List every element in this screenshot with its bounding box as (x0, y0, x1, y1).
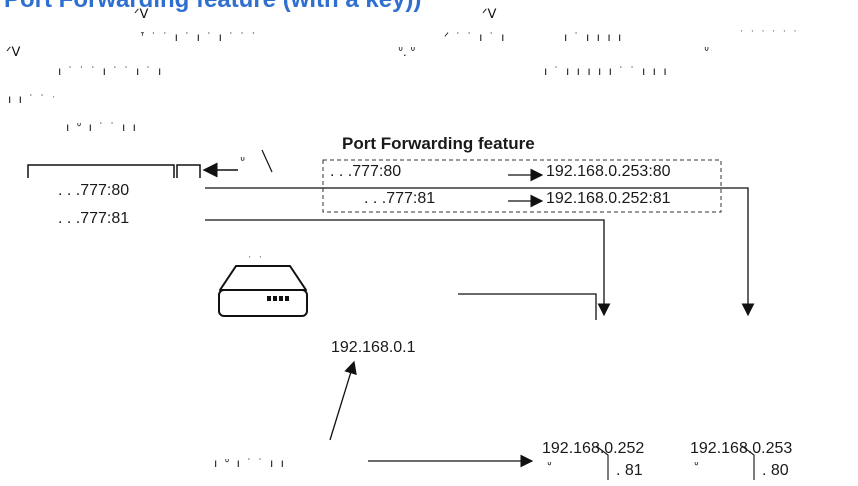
glyph-v: ᐟᐯ (6, 44, 21, 59)
host-253-ip: 192.168.0.253 (690, 440, 793, 457)
rule-2-to: 192.168.0.252:81 (546, 190, 671, 207)
garble-text: ı ᐡ ı ˙ ˙ ı ı (66, 120, 139, 134)
host-253-pointer (741, 445, 755, 480)
garble-text: ᐟ ˙ ˙ ı ˙ ı (444, 30, 507, 44)
host-252-port: . 81 (616, 462, 643, 479)
router-ip-label: 192.168.0.1 (331, 339, 416, 356)
source-to-router-arrow (329, 360, 357, 441)
source-host-label: ı ᐡ ı ˙ ˙ ı ı (214, 456, 287, 470)
garble-text: ˑ ˑ ˑ ˑ ˑ ˑ (740, 26, 799, 40)
host-252-mark: ᐡ (547, 459, 552, 473)
garble-text: ı ˙ ı ı ı ı (564, 30, 624, 44)
rule-1-from: . . .777:80 (330, 163, 402, 180)
forwarding-rules-box (322, 159, 722, 213)
host-252-ip: 192.168.0.252 (542, 440, 645, 457)
host-252-pointer (595, 445, 609, 480)
external-port-81-label: . . .777:81 (58, 210, 130, 227)
lan-bus-line (458, 293, 597, 320)
router-icon (218, 265, 308, 317)
garble-text: ᐪ ˙ ˙ ı ˙ ı ˙ ı ˙ ˙ ˙ (140, 30, 258, 44)
feature-title: Port Forwarding feature (342, 134, 535, 153)
glyph-v: ᐟᐯ (482, 6, 497, 21)
port-80-route (205, 187, 755, 317)
garble-text: ı ˙ ˙ ˙ ı ˙ ˙ ı ˙ ı (58, 64, 164, 78)
page-title: Port Forwarding feature (with a key)) (4, 0, 421, 14)
garble-text: ı ı ˙ ˙ ˑ (8, 92, 58, 106)
router-marks: ˑ ˑ (248, 252, 265, 266)
glyph-v: ᐟᐯ (134, 6, 149, 21)
external-port-80-label: . . .777:80 (58, 182, 130, 199)
rule-2-from: . . .777:81 (364, 190, 436, 207)
host-253-port: . 80 (762, 462, 789, 479)
rule-1-to: 192.168.0.253:80 (546, 163, 671, 180)
glyph-p: ᐡ. ᐡ (398, 44, 416, 59)
glyph-p: ᐡ (704, 44, 710, 59)
host-253-mark: ᐡ (694, 459, 699, 473)
internet-bracket (27, 164, 175, 178)
pointer-mark (261, 149, 273, 173)
legend-marks: ᐡ (240, 154, 246, 169)
garble-text: ı ˙ ı ı ı ı ı ˙ ˙ ı ı ı (544, 64, 669, 78)
small-bracket (176, 164, 201, 178)
port-81-route (205, 219, 611, 317)
